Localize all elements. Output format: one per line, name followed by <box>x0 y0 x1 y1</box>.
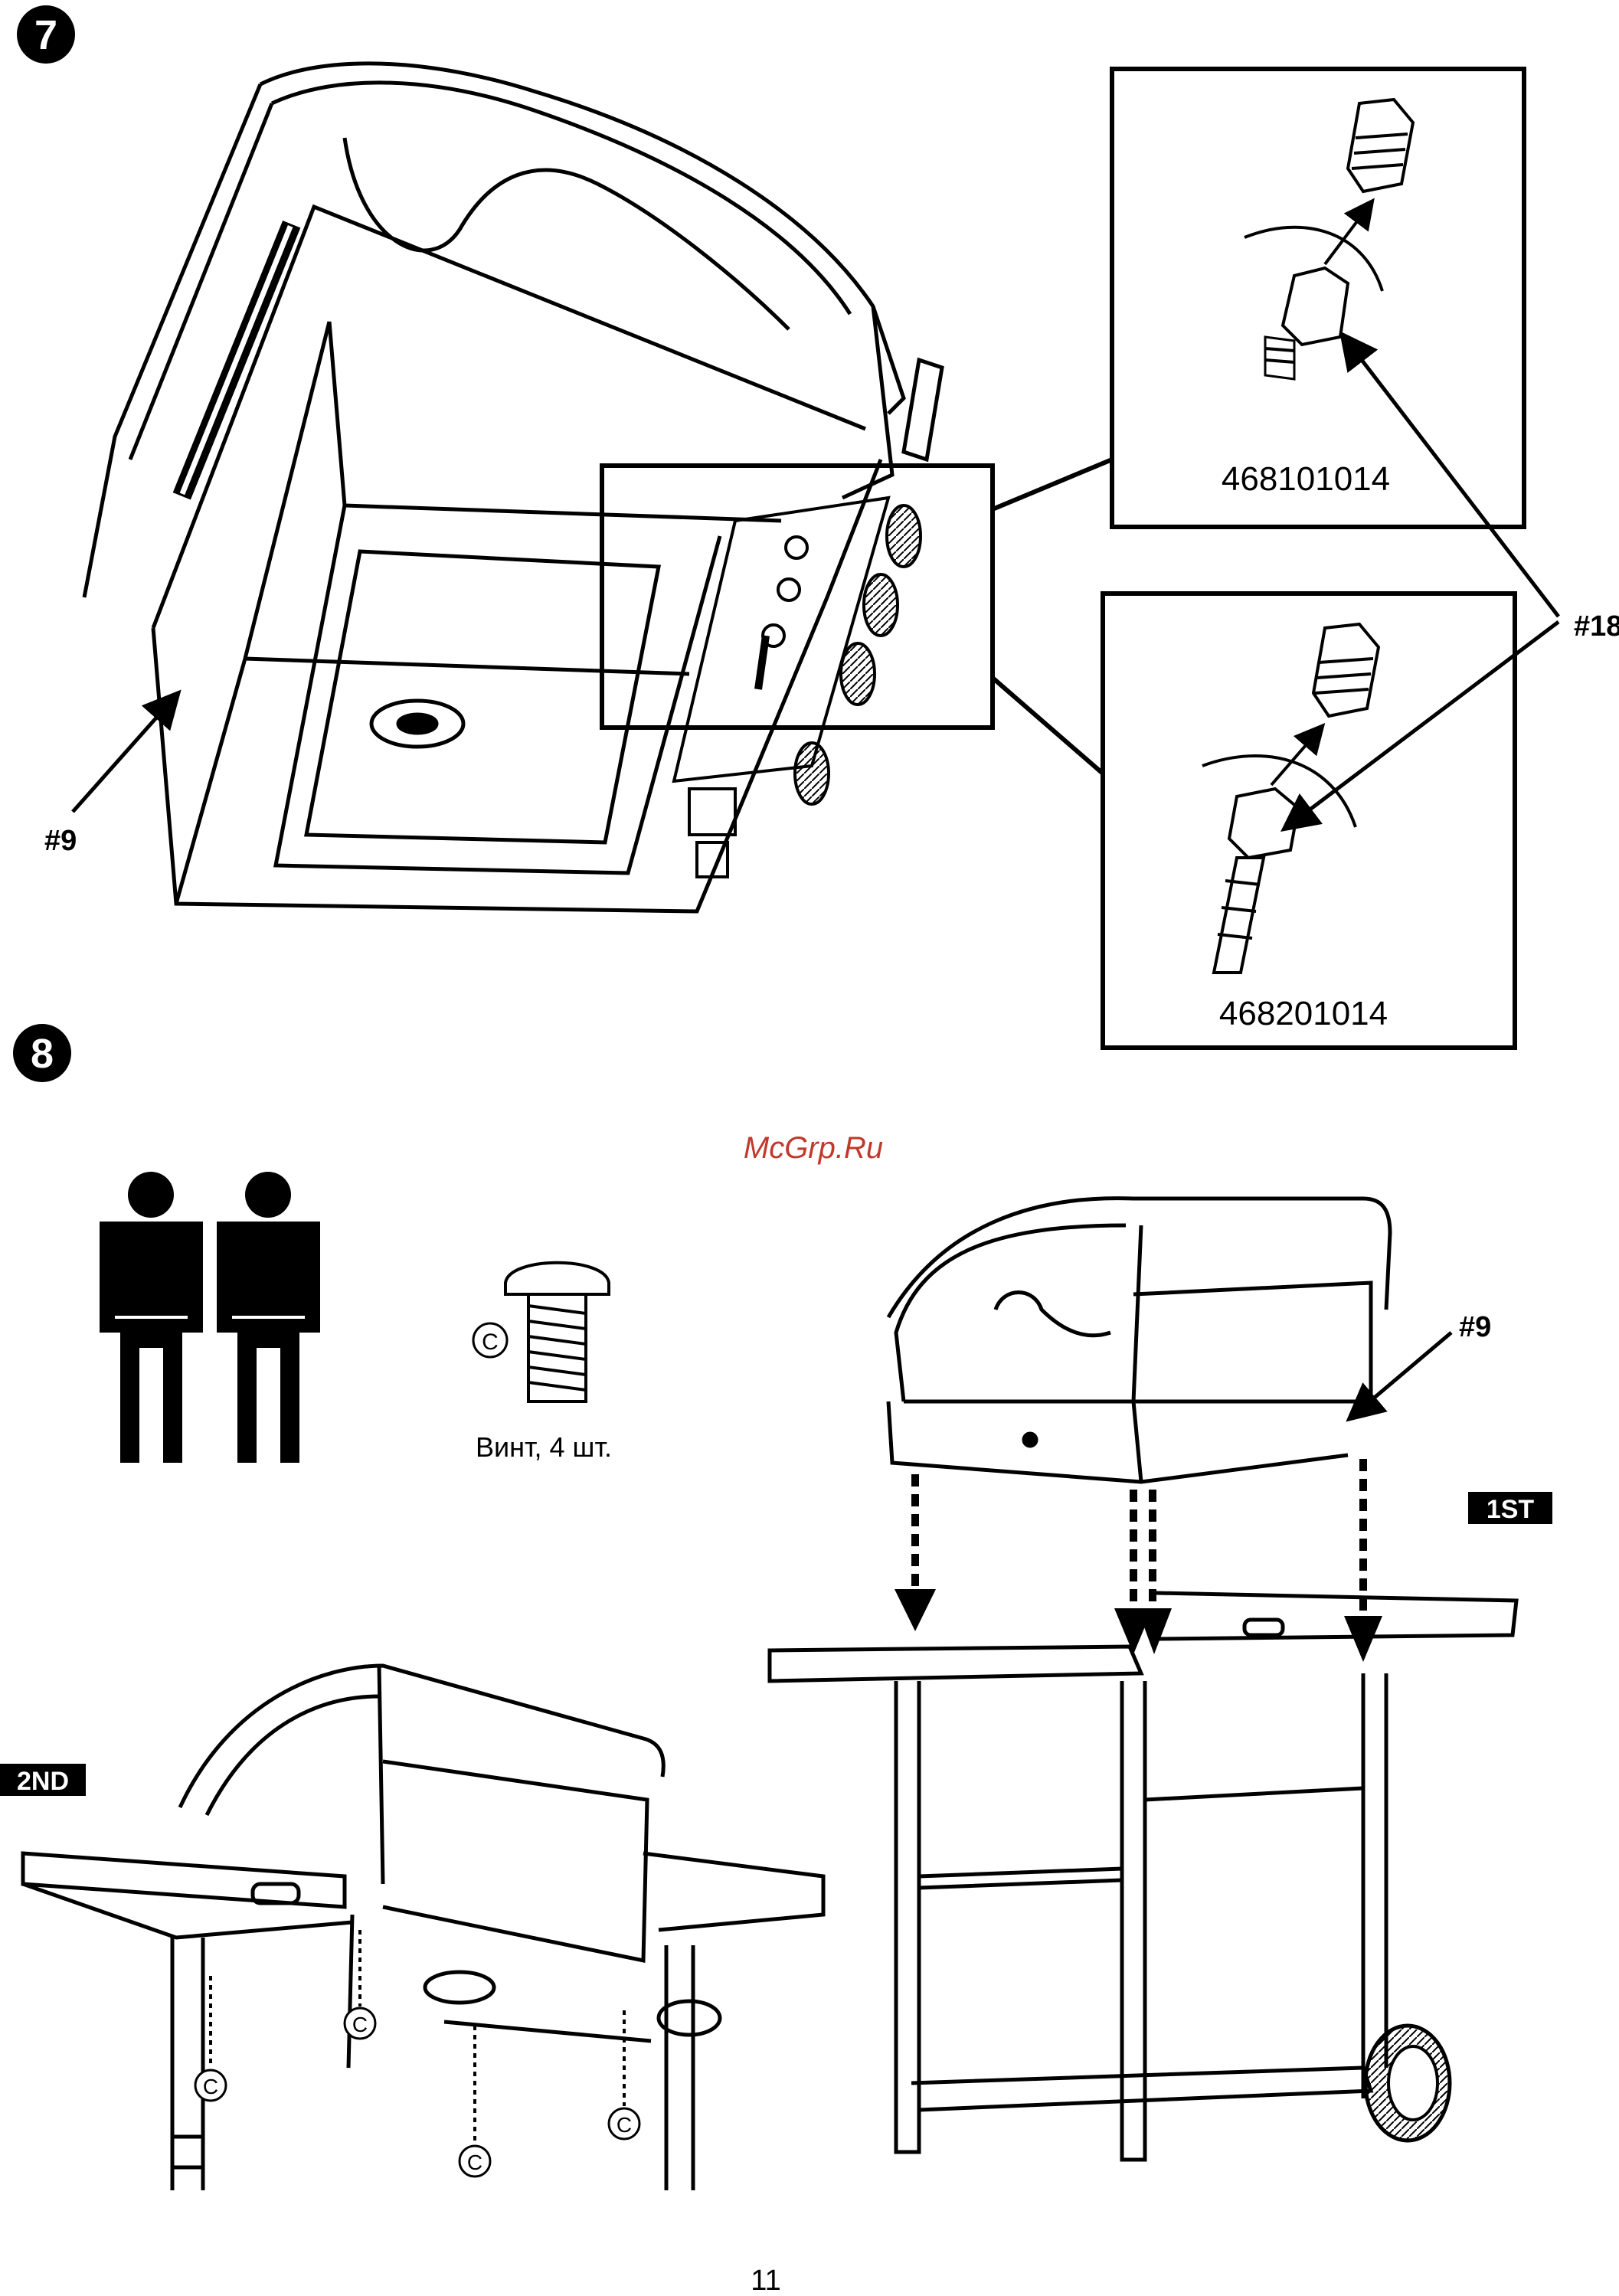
drop-arrow-heads <box>895 1589 1382 1662</box>
valve-manifold <box>674 498 921 877</box>
regulator-fitting-icon <box>1245 100 1413 379</box>
step8-section: 8 McGrp.Ru C Винт, 4 шт. <box>0 1024 1552 2190</box>
step7-arrow-18-bottom <box>1287 622 1558 827</box>
step7-callout-18: #18 <box>1574 610 1619 643</box>
screw-icon <box>505 1263 609 1401</box>
screw-marker-label: C <box>203 2075 218 2098</box>
screw-drop-lines <box>211 1930 624 2144</box>
lid-vent-strip <box>175 222 299 499</box>
part-number-468101014: 468101014 <box>1222 460 1390 498</box>
page-number: 11 <box>751 2265 780 2296</box>
tag-1st-label: 1ST <box>1487 1495 1535 1524</box>
control-knob <box>864 574 898 636</box>
control-knob <box>795 743 829 804</box>
step7-badge-number: 7 <box>34 12 57 58</box>
screw-marker-label: C <box>467 2150 482 2174</box>
two-person-lift-icon <box>100 1172 320 1463</box>
tag-2nd-label: 2ND <box>17 1767 69 1796</box>
step8-arrow-9 <box>1352 1333 1451 1417</box>
screw-marker-label: C <box>352 2013 368 2036</box>
cart-wheel <box>1366 2026 1450 2141</box>
screw-caption: Винт, 4 шт. <box>476 1431 612 1463</box>
step8-badge-number: 8 <box>31 1031 54 1077</box>
screw-marker-label: C <box>617 2113 632 2137</box>
step7-callout-9: #9 <box>44 825 77 857</box>
step7-section: 7 <box>17 5 1619 1048</box>
grill-head-drawing <box>888 1199 1390 1482</box>
screw-letter: C <box>482 1330 499 1355</box>
step7-arrow-9 <box>73 695 176 812</box>
detail-box-468201014 <box>1103 594 1515 1048</box>
control-knob <box>887 505 921 567</box>
part-number-468201014: 468201014 <box>1219 995 1388 1032</box>
step8-callout-9: #9 <box>1459 1311 1491 1343</box>
control-knob <box>841 643 875 705</box>
watermark: McGrp.Ru <box>744 1131 883 1165</box>
hose-fitting-icon <box>1202 624 1379 973</box>
detail-box-468101014 <box>1112 69 1524 527</box>
assembled-grill-drawing <box>23 1666 823 2190</box>
